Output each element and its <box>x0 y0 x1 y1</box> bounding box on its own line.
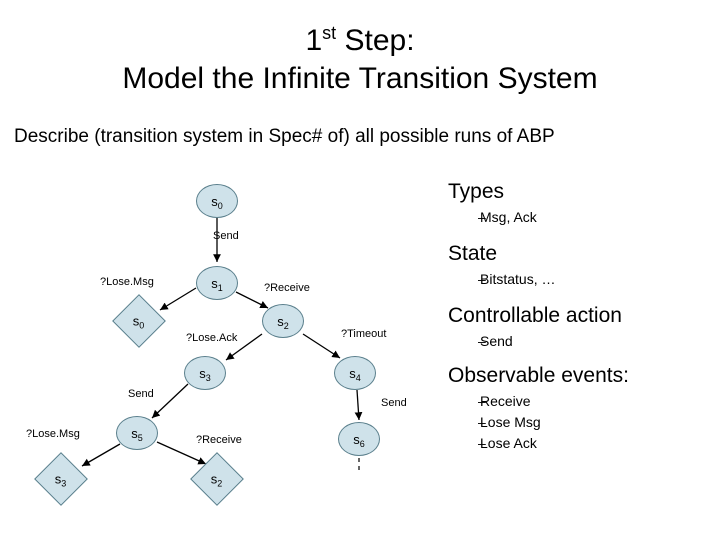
edge-label-timeout: ?Timeout <box>341 328 387 340</box>
right-column: Types – Msg, Ack State – Bitstatus, … Co… <box>448 178 712 454</box>
list-item: – Bitstatus, … <box>448 269 712 289</box>
edge-label-receive-2: ?Receive <box>196 434 242 446</box>
list-item: – Lose Ack <box>448 433 712 453</box>
bullet-dash: – <box>478 333 486 349</box>
node-label: s <box>353 431 360 447</box>
edge-label-lose-ack: ?Lose.Ack <box>186 332 238 344</box>
list-item: – Msg, Ack <box>448 207 712 227</box>
node-s1[interactable]: s1 <box>196 266 238 300</box>
node-label: s <box>211 193 218 209</box>
edge-label-send-2: Send <box>128 388 154 400</box>
section-state: State – Bitstatus, … <box>448 240 712 289</box>
list-item: – Lose Msg <box>448 412 712 432</box>
node-sub: 6 <box>359 438 365 449</box>
section-types: Types – Msg, Ack <box>448 178 712 227</box>
section-observable-events-heading: Observable events: <box>448 364 629 387</box>
node-sub: 0 <box>139 320 145 331</box>
section-types-heading: Types <box>448 180 505 203</box>
spacer <box>448 352 712 362</box>
subtitle-text: Describe (transition system in Spec# of)… <box>14 126 555 147</box>
node-sub: 0 <box>217 200 223 211</box>
list-item-label: Bitstatus, … <box>480 271 556 287</box>
spacer <box>448 228 712 240</box>
list-item-label: Msg, Ack <box>480 209 537 225</box>
node-s0-top[interactable]: s0 <box>196 184 238 218</box>
node-sub: 2 <box>217 478 223 489</box>
graph-edges <box>81 218 363 470</box>
section-state-heading: State <box>448 242 498 265</box>
title-line1-pre: 1 <box>305 24 323 57</box>
list-item-label: Send <box>480 333 513 349</box>
section-observable-events: Observable events: – Receive – Lose Msg … <box>448 362 712 453</box>
title-line2: Model the Infinite Transition System <box>122 62 598 95</box>
edge-label-receive-1: ?Receive <box>264 282 310 294</box>
edge-label-lose-msg-2: ?Lose.Msg <box>26 428 80 440</box>
page-title: 1st Step: Model the Infinite Transition … <box>0 22 720 98</box>
edge-label-send-1: Send <box>213 230 239 242</box>
title-line1-sup: st <box>322 23 337 43</box>
node-s5[interactable]: s5 <box>116 416 158 450</box>
node-sub: 1 <box>217 282 223 293</box>
node-label: s <box>211 275 218 291</box>
list-item-label: Receive <box>480 393 531 409</box>
transition-system-graph: s0 s1 s0 s2 s3 s4 s5 s6 s3 s2 Send ?L <box>0 170 448 520</box>
node-sub: 4 <box>355 372 361 383</box>
node-sub: 3 <box>205 372 211 383</box>
bullet-dash: – <box>478 393 486 409</box>
node-sub: 3 <box>61 478 67 489</box>
node-sub: 5 <box>137 432 143 443</box>
node-label: s <box>199 365 206 381</box>
node-s3-mid[interactable]: s3 <box>184 356 226 390</box>
list-item-label: Lose Msg <box>480 414 541 430</box>
edge-label-lose-msg-1: ?Lose.Msg <box>100 276 154 288</box>
title-line1-post: Step: <box>336 24 415 57</box>
node-label: s <box>277 313 284 329</box>
bullet-dash: – <box>478 414 486 430</box>
node-s4[interactable]: s4 <box>334 356 376 390</box>
spacer <box>448 290 712 302</box>
edge-label-send-3: Send <box>381 397 407 409</box>
node-s2-mid[interactable]: s2 <box>262 304 304 338</box>
bullet-dash: – <box>478 271 486 287</box>
node-label: s <box>349 365 356 381</box>
node-sub: 2 <box>283 320 289 331</box>
bullet-dash: – <box>478 435 486 451</box>
node-s6[interactable]: s6 <box>338 422 380 456</box>
node-label: s <box>131 425 138 441</box>
list-item: – Receive <box>448 391 712 411</box>
list-item-label: Lose Ack <box>480 435 537 451</box>
section-controllable-action: Controllable action – Send <box>448 302 712 351</box>
section-controllable-action-heading: Controllable action <box>448 304 622 327</box>
title-line1: 1st Step: <box>305 24 414 57</box>
list-item: – Send <box>448 331 712 351</box>
bullet-dash: – <box>478 209 486 225</box>
